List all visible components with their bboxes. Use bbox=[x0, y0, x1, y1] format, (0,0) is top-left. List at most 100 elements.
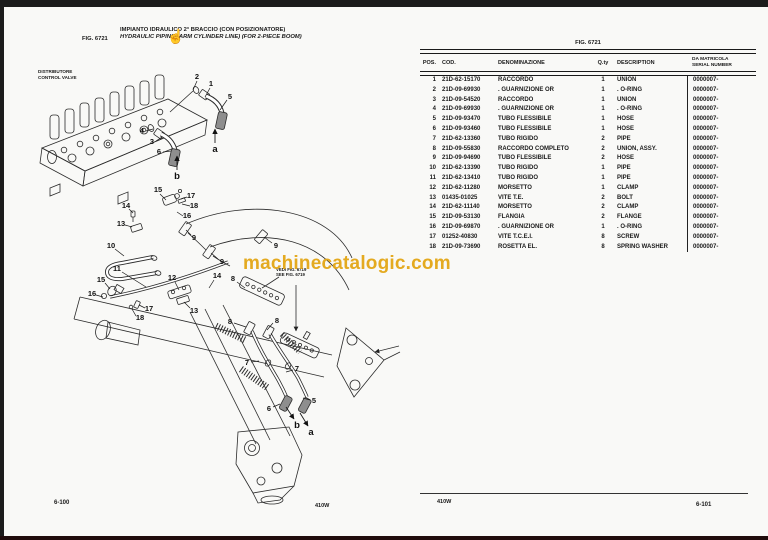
table-cell: 13 bbox=[429, 194, 436, 201]
parts-table: POS. COD. DENOMINAZIONE Q.ty DESCRIPTION… bbox=[420, 49, 756, 253]
table-cell: PIPE bbox=[617, 135, 631, 142]
diagram-callout: b bbox=[174, 171, 180, 182]
diagram-callout: 13 bbox=[189, 306, 199, 315]
table-cell: 0000007- bbox=[687, 95, 756, 106]
table-cell: 0000007- bbox=[687, 173, 756, 184]
table-cell: TUBO FLESSIBILE bbox=[498, 155, 552, 162]
col-header-cod: COD. bbox=[442, 59, 456, 66]
diagram-callout: 1 bbox=[208, 79, 214, 88]
table-cell: BOLT bbox=[617, 194, 633, 201]
diagram-callout: 17 bbox=[144, 304, 154, 313]
table-cell: . O-RING bbox=[617, 223, 642, 230]
col-header-description: DESCRIPTION bbox=[617, 59, 655, 66]
table-cell: 1 bbox=[601, 86, 605, 93]
diagram-callout: 9 bbox=[191, 233, 197, 242]
table-cell: 8 bbox=[601, 243, 605, 250]
table-cell: TUBO FLESSIBILE bbox=[498, 125, 552, 132]
table-cell: VITE T.E. bbox=[498, 194, 524, 201]
table-cell: TUBO FLESSIBILE bbox=[498, 116, 552, 123]
col-header-serial: DA MATRICOLA SERIAL NUMBER bbox=[692, 57, 732, 68]
table-cell: 1 bbox=[432, 77, 436, 83]
right-model-code: 410W bbox=[437, 499, 452, 505]
table-cell: 0000007- bbox=[687, 154, 756, 165]
table-cell: 9 bbox=[432, 155, 436, 162]
table-cell: 12 bbox=[429, 184, 436, 191]
table-cell: PIPE bbox=[617, 165, 631, 172]
table-cell: 0000007- bbox=[687, 193, 756, 204]
table-cell: TUBO RIGIDO bbox=[498, 174, 538, 181]
table-cell: 2 bbox=[601, 145, 605, 152]
table-cell: 18 bbox=[429, 243, 436, 250]
scan-edge-top bbox=[0, 0, 768, 7]
table-cell: TUBO RIGIDO bbox=[498, 165, 538, 172]
table-cell: 2 bbox=[601, 155, 605, 162]
table-cell: 1 bbox=[601, 77, 605, 83]
table-cell: CLAMP bbox=[617, 204, 639, 211]
left-model-code: 410W bbox=[315, 503, 330, 509]
table-cell: 21D-09-69870 bbox=[442, 223, 481, 230]
table-cell: 01435-01025 bbox=[442, 194, 478, 201]
diagram-callout: 15 bbox=[153, 185, 163, 194]
table-cell: SCREW bbox=[617, 233, 640, 240]
table-cell: 17 bbox=[429, 233, 436, 240]
right-page-number: 6-101 bbox=[696, 502, 712, 508]
diagram-callout: 2 bbox=[194, 72, 200, 81]
diagram-callout: 7 bbox=[244, 358, 250, 367]
diagram-callout: 13 bbox=[116, 219, 126, 228]
table-cell: 0000007- bbox=[687, 115, 756, 125]
table-cell: 1 bbox=[601, 223, 605, 230]
diagram-callout: 11 bbox=[113, 264, 121, 273]
table-cell: 1 bbox=[601, 125, 605, 132]
table-cell: 0000007- bbox=[687, 232, 756, 243]
table-cell: 0000007- bbox=[687, 164, 756, 174]
table-cell: 6 bbox=[432, 125, 436, 132]
table-cell: ROSETTA EL. bbox=[498, 243, 537, 250]
table-cell: 7 bbox=[432, 135, 436, 142]
table-cell: 8 bbox=[432, 145, 436, 152]
see-fig-reference: VEDI FIG. 6719 SEE FIG. 6719 bbox=[276, 267, 307, 277]
table-header: POS. COD. DENOMINAZIONE Q.ty DESCRIPTION… bbox=[420, 54, 756, 71]
table-cell: 0000007- bbox=[687, 105, 756, 116]
diagram-callout: 16 bbox=[87, 289, 97, 298]
table-cell: 16 bbox=[429, 223, 436, 230]
table-cell: . O-RING bbox=[617, 106, 642, 113]
table-cell: 21D-09-69930 bbox=[442, 106, 481, 113]
left-fig-label: FIG. 6721 bbox=[82, 36, 108, 42]
table-cell: 2 bbox=[601, 135, 605, 142]
table-cell: 0000007- bbox=[687, 213, 756, 223]
table-cell: 3 bbox=[432, 96, 436, 103]
table-cell: 21D-09-69930 bbox=[442, 86, 481, 93]
table-cell: FLANGE bbox=[617, 214, 642, 221]
diagram-callout: 16 bbox=[182, 211, 192, 220]
diagram-callout: 7 bbox=[294, 364, 300, 373]
table-cell: UNION bbox=[617, 96, 637, 103]
table-cell: 21D-62-15170 bbox=[442, 77, 481, 83]
col-header-denominazione: DENOMINAZIONE bbox=[498, 59, 545, 66]
diagram-callout: 17 bbox=[186, 191, 196, 200]
table-cell: 2 bbox=[601, 214, 605, 221]
table-cell: UNION bbox=[617, 77, 637, 83]
table-cell: 2 bbox=[601, 204, 605, 211]
diagram-callout: a bbox=[212, 144, 218, 155]
table-cell: UNION, ASSY. bbox=[617, 145, 657, 152]
table-cell: 1 bbox=[601, 184, 605, 191]
diagram-callout: 3 bbox=[149, 137, 155, 146]
scan-edge-bottom bbox=[0, 536, 768, 540]
control-valve-drawing bbox=[39, 74, 208, 205]
table-cell: HOSE bbox=[617, 125, 635, 132]
table-cell: 0000007- bbox=[687, 183, 756, 194]
table-cell: 0000007- bbox=[687, 134, 756, 145]
diagram-callout: 5 bbox=[227, 92, 233, 101]
diagram-callout: 6 bbox=[266, 404, 272, 413]
table-header-rule bbox=[420, 71, 756, 76]
